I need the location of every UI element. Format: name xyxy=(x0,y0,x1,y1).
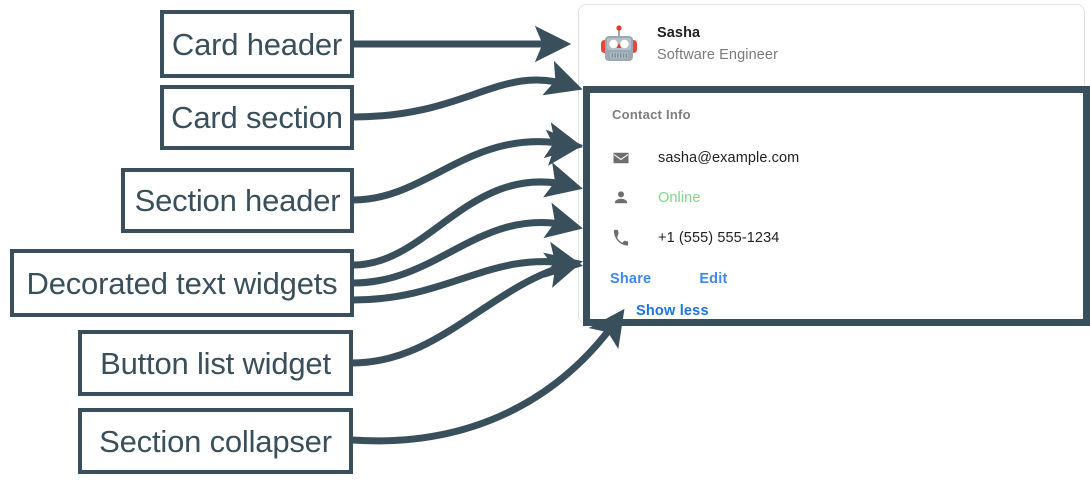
callout-section-collapser: Section collapser xyxy=(78,408,353,474)
robot-avatar-icon xyxy=(601,25,637,61)
arrow-decorated-text-2 xyxy=(352,202,583,287)
decorated-text-widget-phone: +1 (555) 555-1234 xyxy=(612,218,1083,258)
arrow-card-section xyxy=(352,60,583,121)
callout-decorated-text-widgets-label: Decorated text widgets xyxy=(26,265,338,301)
callout-section-collapser-label: Section collapser xyxy=(99,423,332,459)
card-section: Contact Info sasha@example.com Online +1… xyxy=(583,86,1090,326)
email-value: sasha@example.com xyxy=(658,150,800,166)
phone-value: +1 (555) 555-1234 xyxy=(658,230,780,246)
decorated-text-widget-email: sasha@example.com xyxy=(612,138,1083,178)
show-less-button[interactable]: Show less xyxy=(636,303,709,319)
callout-section-header-label: Section header xyxy=(134,183,341,218)
card-title: Sasha xyxy=(657,24,701,41)
callout-button-list-widget: Button list widget xyxy=(78,330,353,396)
arrow-section-header xyxy=(352,122,583,204)
callout-card-header-label: Card header xyxy=(171,26,343,62)
share-button[interactable]: Share xyxy=(610,271,652,287)
card-header: Sasha Software Engineer xyxy=(579,5,1084,85)
card-subtitle: Software Engineer xyxy=(657,47,778,64)
arrow-button-list xyxy=(545,129,584,166)
callout-card-header: Card header xyxy=(160,10,354,78)
card-section-content: Contact Info sasha@example.com Online +1… xyxy=(590,93,1083,320)
arrow-decorated-text-1 xyxy=(352,162,583,269)
decorated-text-widget-status: Online xyxy=(612,178,1083,218)
callout-card-section: Card section xyxy=(160,85,354,150)
callout-section-header: Section header xyxy=(121,168,354,233)
person-icon xyxy=(615,191,627,204)
section-collapser[interactable]: Show less xyxy=(636,302,1083,320)
callout-decorated-text-widgets: Decorated text widgets xyxy=(10,249,354,317)
email-icon xyxy=(613,152,629,164)
callout-card-section-label: Card section xyxy=(171,100,343,135)
edit-button[interactable]: Edit xyxy=(699,271,728,287)
section-header: Contact Info xyxy=(612,107,691,122)
phone-icon xyxy=(613,229,629,246)
arrow-button-list-widget xyxy=(351,252,583,367)
arrow-section-collapser xyxy=(351,308,625,445)
card-header-text: Sasha Software Engineer xyxy=(657,23,778,68)
callout-button-list-widget-label: Button list widget xyxy=(100,345,331,381)
button-list-widget: Share Edit xyxy=(610,262,1083,296)
arrow-decorated-text-3 xyxy=(352,241,584,304)
status-value: Online xyxy=(658,190,701,206)
